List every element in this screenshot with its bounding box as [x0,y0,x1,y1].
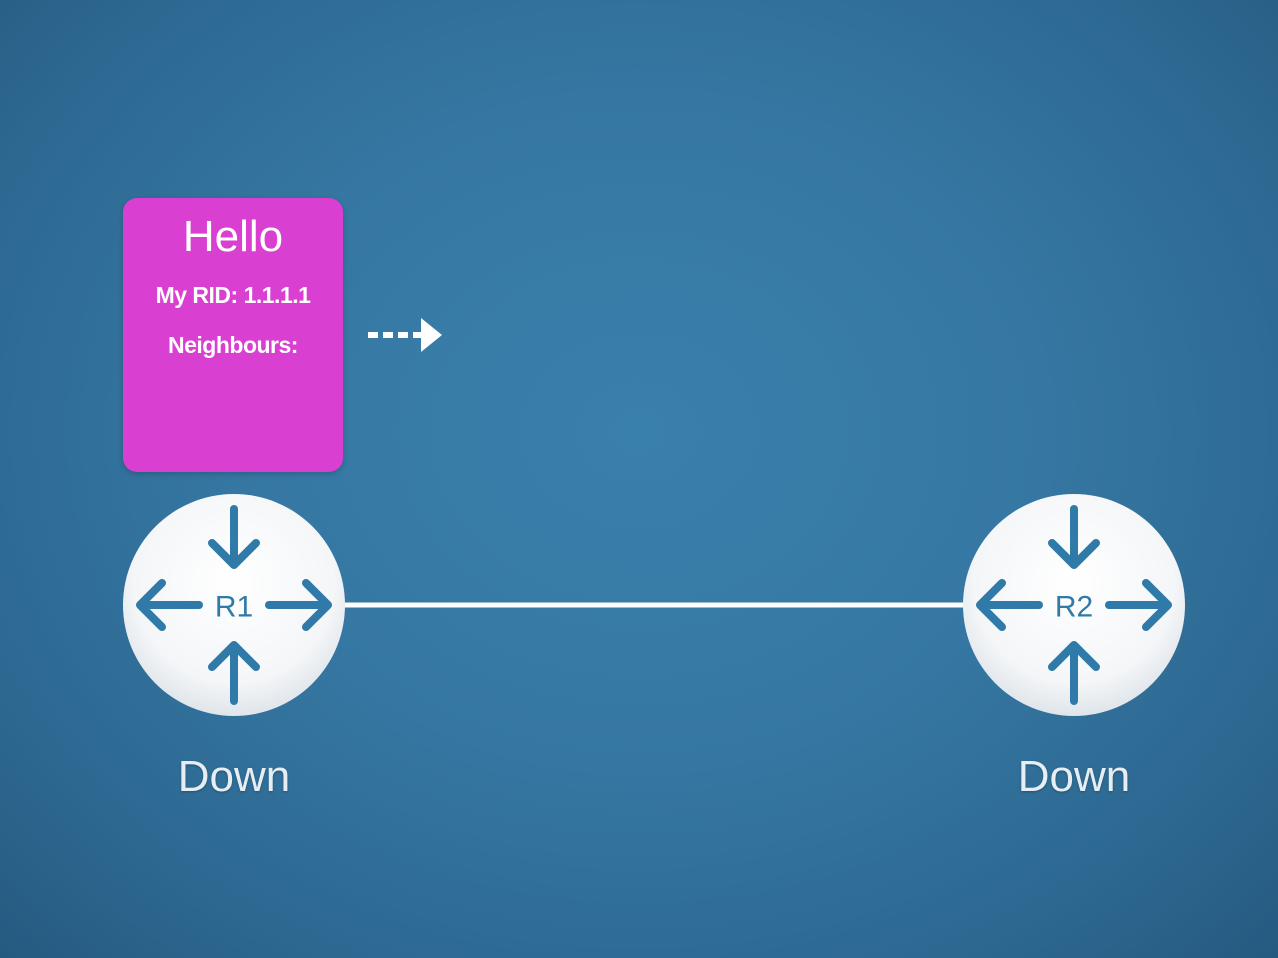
hello-router-id: My RID: 1.1.1.1 [155,282,311,308]
router-icon [123,494,345,716]
hello-packet: Hello My RID: 1.1.1.1 Neighbours: [123,198,343,472]
r2-state-label: Down [1017,752,1131,801]
dashed-right-arrow-icon [368,318,442,352]
router-r1[interactable]: R1 [123,494,345,716]
router-name: R1 [215,591,253,624]
router-arrows-icon [976,505,1172,705]
hello-neighbours: Neighbours: [168,332,298,358]
router-arrows-icon [136,505,332,705]
hello-title: Hello [182,212,284,261]
router-icon [963,494,1185,716]
r1-state-label: Down [177,752,291,801]
router-name: R2 [1055,591,1093,624]
router-r2[interactable]: R2 [963,494,1185,716]
